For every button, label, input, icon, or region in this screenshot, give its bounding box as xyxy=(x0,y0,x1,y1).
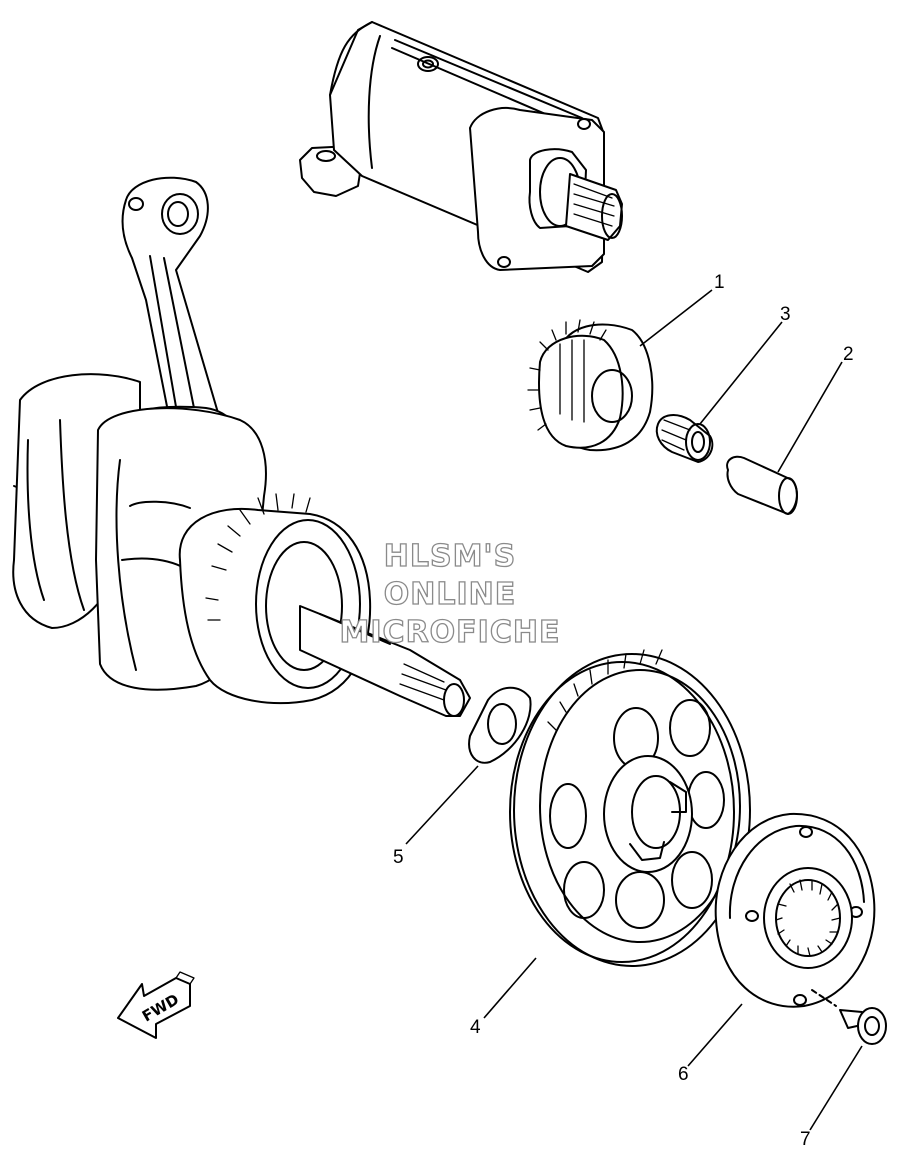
watermark-line-1: HLSM'S xyxy=(384,539,516,574)
watermark-line-2: ONLINE xyxy=(384,577,517,612)
shaft xyxy=(726,455,798,515)
starter-motor xyxy=(299,21,623,273)
crankshaft xyxy=(12,176,471,717)
fwd-arrow-icon: FWD xyxy=(117,971,195,1039)
watermark: HLSM'S ONLINE MICROFICHE xyxy=(339,538,561,650)
callout-number-4: 4 xyxy=(470,1017,481,1038)
needle-bearing xyxy=(655,414,714,463)
bolt xyxy=(811,989,887,1045)
callout-number-6: 6 xyxy=(678,1064,689,1085)
callout-number-1: 1 xyxy=(714,272,725,293)
starter-clutch xyxy=(714,812,876,1008)
watermark-line-3: MICROFICHE xyxy=(340,615,561,650)
washer xyxy=(468,686,532,764)
callout-number-3: 3 xyxy=(780,304,791,325)
callout-number-2: 2 xyxy=(843,344,854,365)
leader-lines xyxy=(405,289,863,1131)
callout-number-7: 7 xyxy=(800,1129,811,1150)
callout-number-5: 5 xyxy=(393,847,404,868)
starter-wheel-gear xyxy=(509,649,751,967)
idler-gear xyxy=(527,319,654,452)
